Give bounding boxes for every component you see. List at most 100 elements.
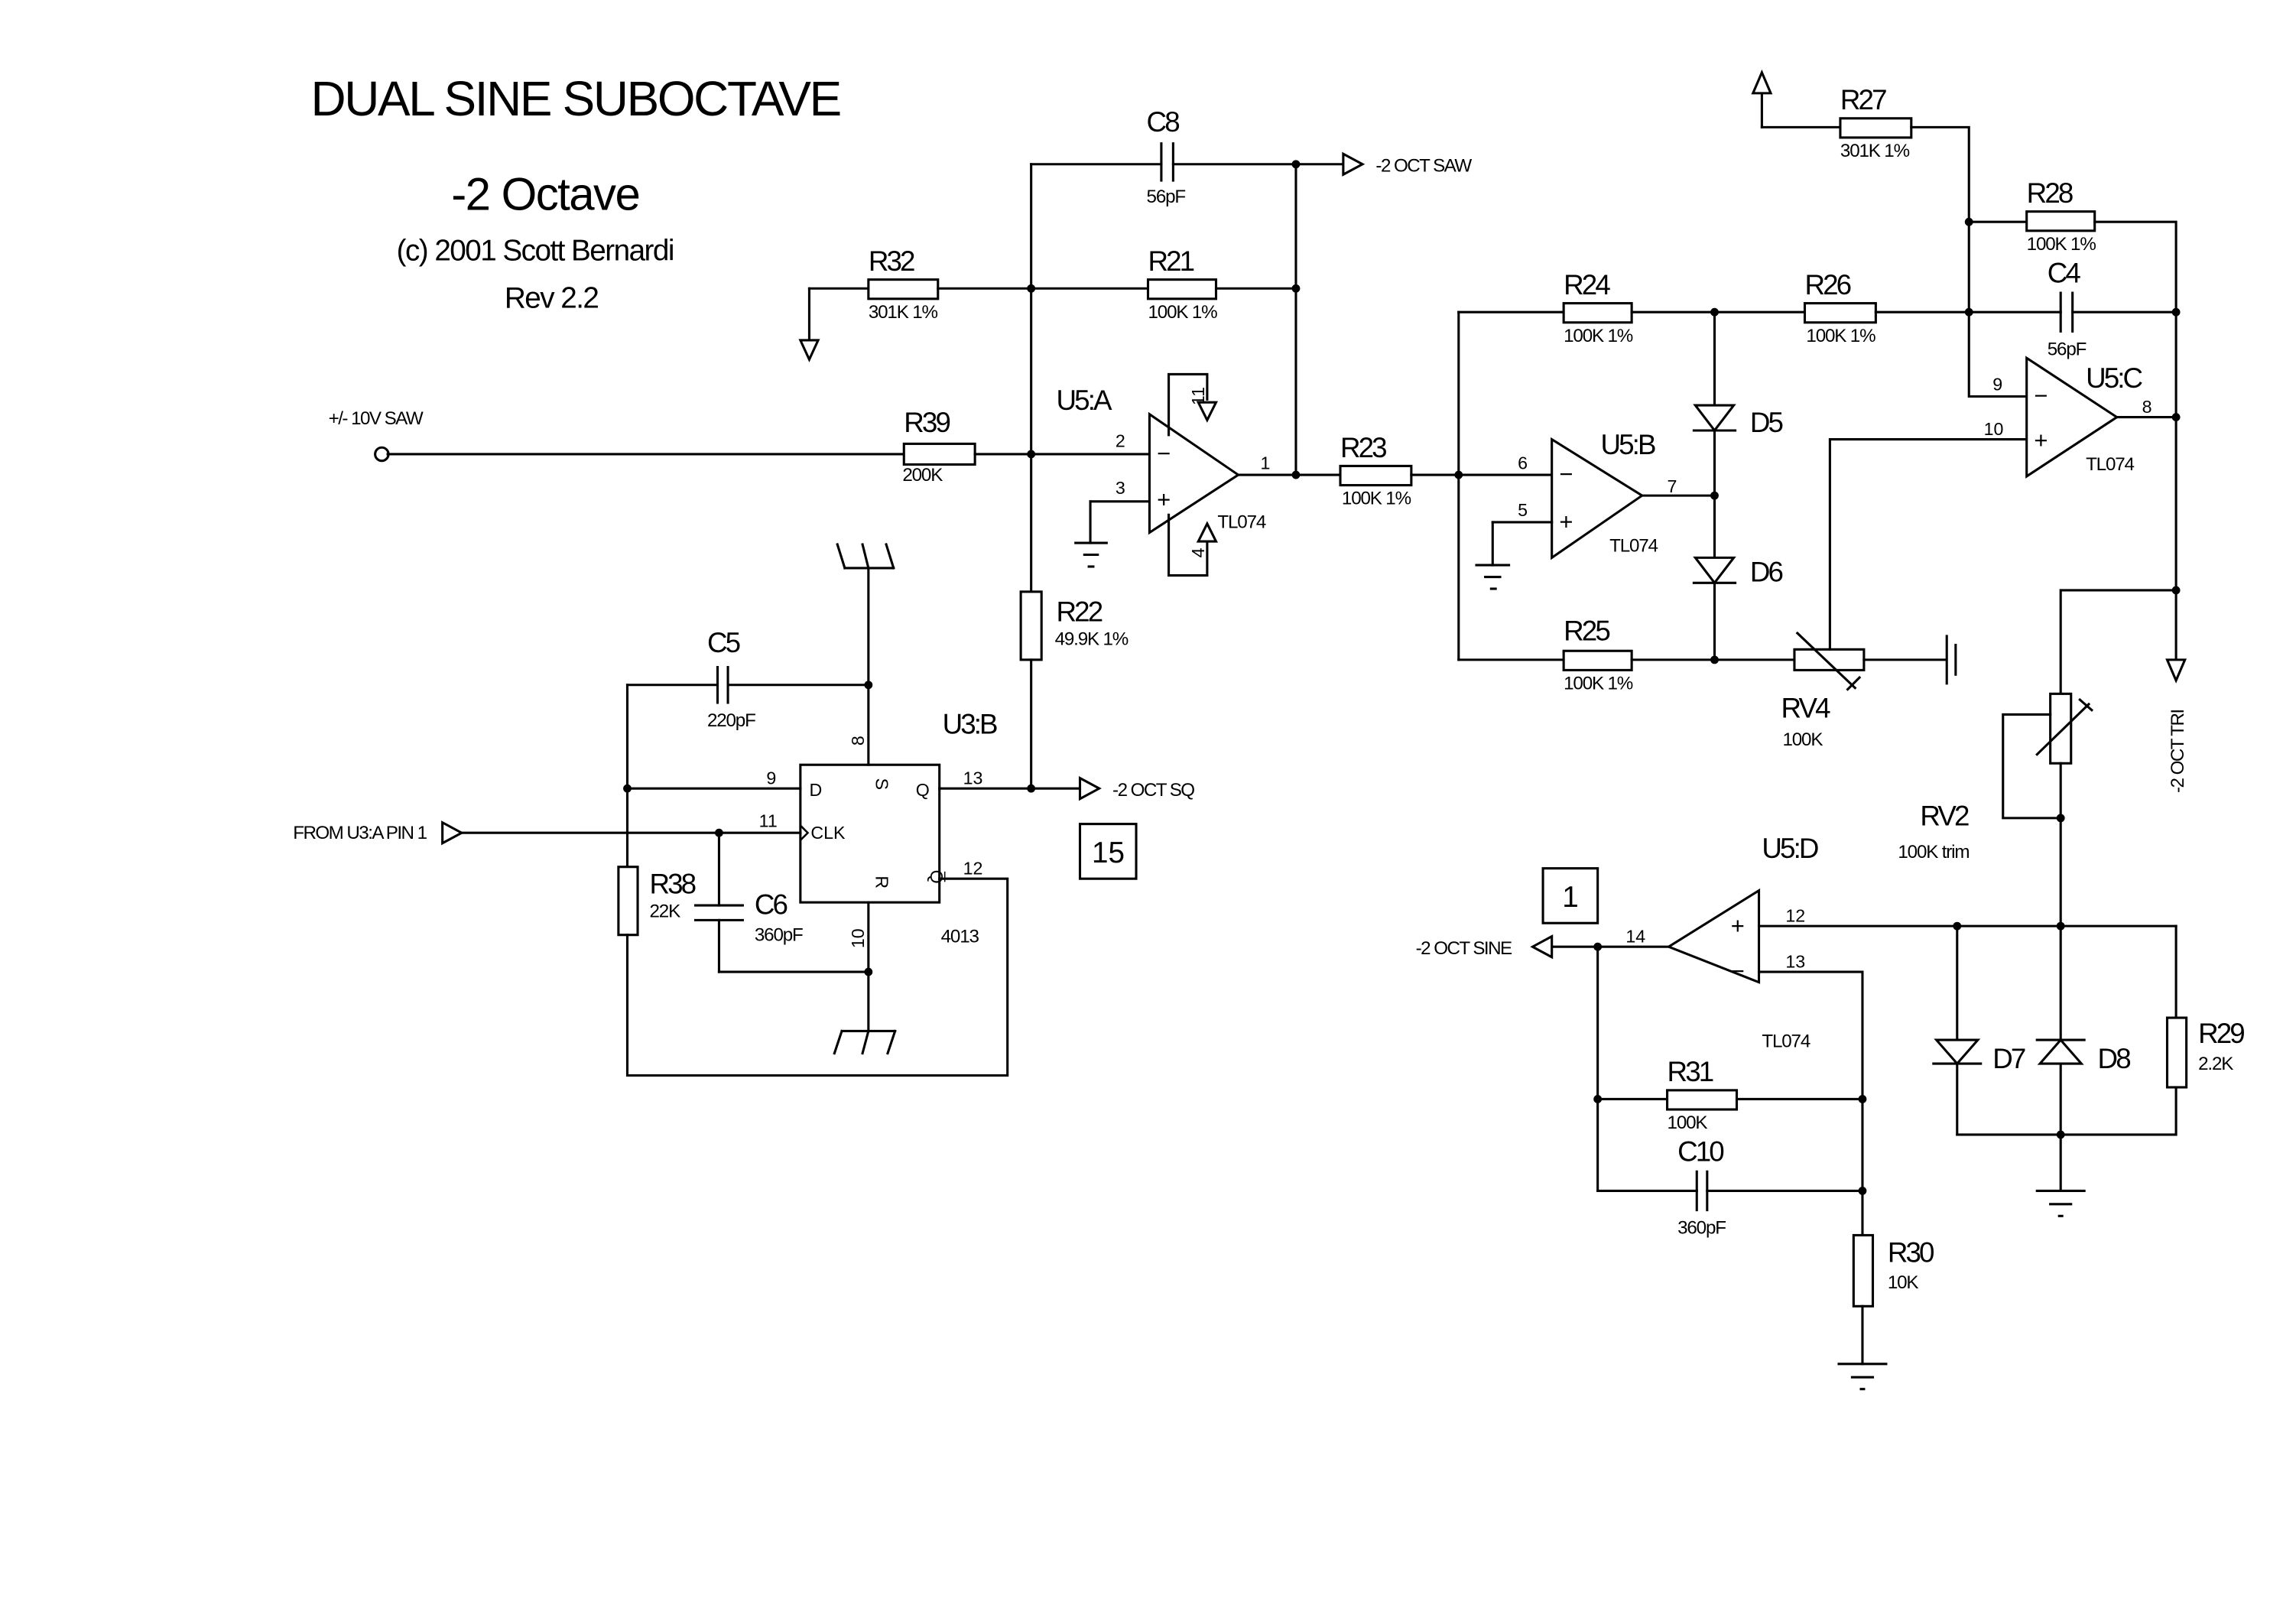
u5d-stage: U5:D TL074 + − 12 13 14 D7 D8 R29 2.2K (1416, 833, 2246, 1391)
resistor-r21[interactable] (1146, 278, 1218, 300)
sine-output-label: -2 OCT SINE (1416, 938, 1512, 959)
d6-ref: D6 (1750, 556, 1783, 587)
positive-supply-icon (1196, 521, 1218, 543)
resistor-r28[interactable] (2025, 210, 2096, 232)
resistor-r22[interactable] (1019, 590, 1043, 661)
ff-s-label: S (872, 778, 892, 790)
pot-rv4[interactable] (1793, 648, 1866, 671)
resistor-r29[interactable] (2165, 1016, 2188, 1089)
r26-ref: R26 (1804, 269, 1850, 300)
ff-pin12: 12 (963, 858, 983, 878)
u5a-plus-sign: + (1157, 486, 1171, 513)
r24-value: 100K 1% (1564, 326, 1633, 346)
u5a-minus-sign: − (1157, 440, 1171, 467)
resistor-r31[interactable] (1666, 1089, 1739, 1111)
ff-r-label: R (872, 875, 892, 888)
opamp-u5c[interactable] (2025, 356, 2119, 479)
r25-ref: R25 (1564, 616, 1609, 647)
negative-supply-icon (1196, 401, 1218, 423)
ff-d-label: D (809, 780, 822, 800)
opamp-u5d[interactable] (1666, 888, 1761, 984)
r29-value: 2.2K (2198, 1054, 2233, 1074)
u3b-stage: U3:B 4013 D CLK S R Q Q̅ 9 11 8 10 13 12… (293, 543, 1196, 1077)
resistor-r39[interactable] (902, 442, 976, 466)
resistor-r30[interactable] (1852, 1233, 1875, 1308)
d8-ref: D8 (2098, 1043, 2131, 1074)
opamp-u5b[interactable] (1551, 437, 1645, 560)
u5b-minus-sign: − (1559, 461, 1573, 488)
ff-pin13: 13 (963, 768, 983, 788)
r23-value: 100K 1% (1342, 489, 1411, 509)
r31-value: 100K (1668, 1113, 1708, 1133)
c8-ref: C8 (1147, 106, 1180, 138)
u5c-stage: R26 100K 1% C4 56pF R27 301K 1% R28 100K… (1751, 69, 2188, 927)
u5a-stage: +/- 10V SAW R39 200K C8 56pF -2 OCT SAW … (329, 106, 1473, 790)
u5a-pin1: 1 (1261, 453, 1271, 473)
pot-rv2[interactable] (2049, 692, 2073, 765)
u5c-pin9: 9 (1992, 375, 2002, 395)
r22-ref: R22 (1057, 596, 1103, 628)
c6-ref: C6 (755, 889, 788, 921)
saw-output-flag-icon (1342, 151, 1366, 177)
r22-value: 49.9K 1% (1055, 629, 1129, 650)
rv4-value: 100K (1782, 729, 1823, 750)
diode-d7[interactable] (1934, 1038, 1981, 1066)
c4-ref: C4 (2048, 258, 2081, 289)
u5b-part: TL074 (1609, 536, 1658, 557)
u5b-ref: U5:B (1601, 429, 1655, 460)
ff-clk-label: CLK (810, 823, 846, 843)
rv2-ref: RV2 (1920, 801, 1969, 832)
diode-d8[interactable] (2037, 1038, 2084, 1065)
resistor-r27[interactable] (1839, 117, 1913, 139)
u5d-ref: U5:D (1762, 833, 1817, 864)
supply-arrow-icon (1751, 69, 1773, 95)
resistor-r23[interactable] (1339, 464, 1413, 487)
ground-arrow-icon (798, 339, 820, 362)
u5d-pin12: 12 (1785, 905, 1805, 925)
u5a-part: TL074 (1217, 512, 1265, 533)
ff-q-label: Q (916, 780, 930, 800)
u3b-ref: U3:B (943, 709, 997, 740)
rv4-ref: RV4 (1781, 692, 1831, 723)
flipflop-u3b[interactable] (799, 763, 941, 904)
r30-ref: R30 (1888, 1236, 1934, 1268)
saw-output-label: -2 OCT SAW (1375, 155, 1472, 176)
u5c-ref: U5:C (2086, 362, 2142, 394)
opamp-u5a[interactable] (1148, 411, 1241, 535)
u5a-pin2: 2 (1116, 430, 1125, 450)
clk-input-flag-icon (441, 820, 465, 846)
tri-output-flag-icon (2165, 658, 2187, 684)
r28-value: 100K 1% (2027, 234, 2096, 255)
r28-ref: R28 (2027, 177, 2073, 209)
input-terminal-icon[interactable] (374, 446, 390, 463)
u5d-pin13: 13 (1785, 951, 1805, 971)
resistor-r32[interactable] (867, 278, 940, 300)
resistor-r38[interactable] (617, 866, 639, 937)
r29-ref: R29 (2198, 1018, 2244, 1049)
diode-d6[interactable] (1693, 556, 1736, 585)
u5a-ref: U5:A (1057, 385, 1112, 416)
resistor-r24[interactable] (1562, 302, 1633, 324)
r21-ref: R21 (1148, 245, 1194, 277)
sq-output-label: -2 OCT SQ (1112, 780, 1194, 801)
resistor-r25[interactable] (1562, 649, 1633, 671)
u5c-pin10: 10 (1984, 419, 2004, 439)
resistor-r26[interactable] (1803, 302, 1877, 324)
r38-value: 22K (650, 901, 681, 922)
u5d-part: TL074 (1762, 1031, 1810, 1052)
u5b-pin6: 6 (1518, 453, 1528, 473)
diode-d5[interactable] (1693, 404, 1736, 433)
u5b-pin5: 5 (1518, 500, 1528, 520)
r26-value: 100K 1% (1806, 326, 1875, 346)
input-saw-label: +/- 10V SAW (329, 408, 424, 429)
r25-value: 100K 1% (1564, 674, 1633, 694)
title-block: DUAL SINE SUBOCTAVE -2 Octave (c) 2001 S… (310, 71, 842, 315)
d5-ref: D5 (1750, 407, 1783, 438)
rv2-value: 100K trim (1898, 842, 1969, 862)
sheet-ref-1: 1 (1562, 881, 1579, 914)
c10-value: 360pF (1677, 1218, 1726, 1239)
u5c-minus-sign: − (2034, 382, 2048, 409)
u5c-pin8: 8 (2142, 397, 2152, 417)
c6-value: 360pF (755, 924, 803, 945)
